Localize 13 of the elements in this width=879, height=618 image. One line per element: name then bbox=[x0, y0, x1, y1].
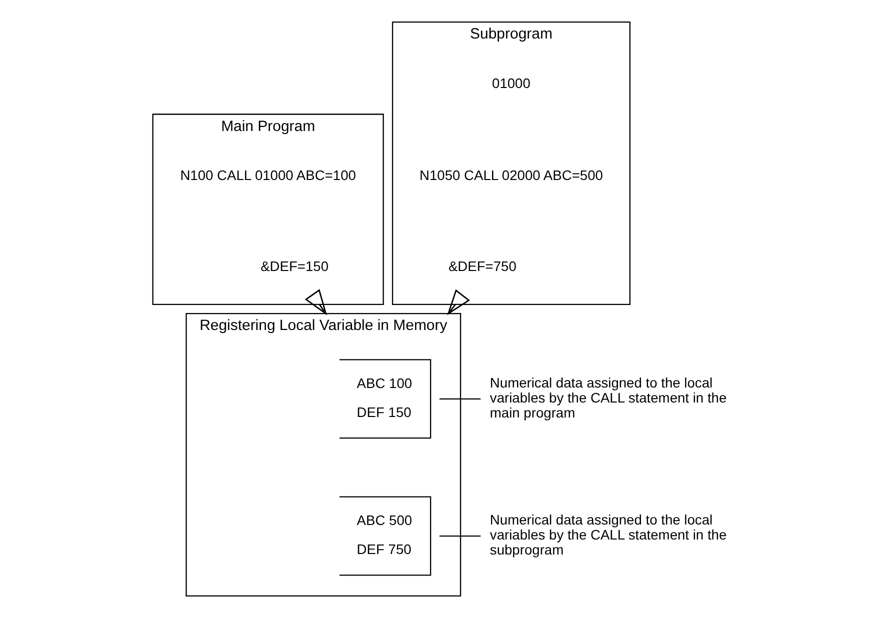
node-text: N1050 CALL 02000 ABC=500 bbox=[420, 167, 603, 184]
arrow bbox=[447, 289, 470, 316]
arrow bbox=[304, 289, 328, 316]
node-text: ABC 500 DEF 750 bbox=[356, 512, 412, 558]
node-text: Numerical data assigned to the local variables by the CALL statement in the subprogram bbox=[490, 512, 727, 558]
node-text: Numerical data assigned to the local variables by the CALL statement in the main program bbox=[490, 374, 727, 420]
connector bbox=[440, 535, 481, 537]
node-text: &DEF=150 bbox=[260, 258, 329, 274]
node-text: &DEF=750 bbox=[448, 258, 516, 274]
node-text: ABC 100 DEF 150 bbox=[356, 375, 412, 420]
connector bbox=[440, 398, 481, 400]
node-text: N100 CALL 01000 ABC=100 bbox=[180, 167, 356, 184]
node-text: 01000 bbox=[492, 74, 530, 91]
